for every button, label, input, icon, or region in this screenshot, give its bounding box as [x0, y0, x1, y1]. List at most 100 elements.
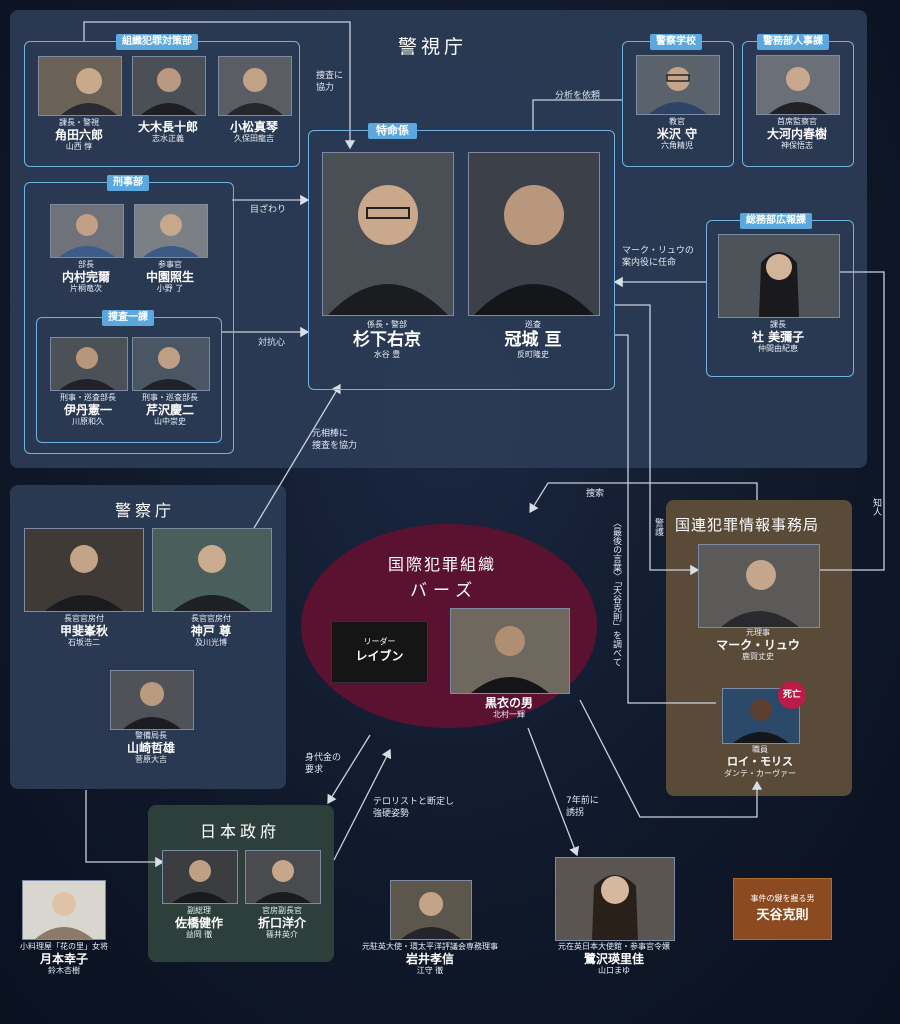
bars-title: 国際犯罪組織: [388, 555, 497, 574]
uchimura-photo: [50, 204, 124, 258]
soshiki-tab: 組織犯罪対策部: [116, 34, 198, 50]
iwai-name: 岩井孝信: [405, 952, 454, 966]
roy-role: 職員: [752, 745, 768, 754]
yamazaki-card[interactable]: 警備局長 山崎哲雄 菅原大吉: [127, 731, 175, 765]
ookouchi-card[interactable]: 首席監察官 大河内春樹 神保悟志: [767, 117, 827, 151]
tsukimoto-card[interactable]: 小料理屋「花の里」女将 月本幸子 鈴木杏樹: [20, 942, 108, 976]
kakuta-photo: [38, 56, 122, 116]
yashiro-role: 課長: [770, 320, 786, 329]
kai-actor: 石坂浩二: [67, 638, 100, 647]
kokui-photo: [450, 608, 570, 694]
tokumei-tab: 特命係: [368, 123, 417, 139]
mark-photo: [698, 544, 820, 628]
raven-role: リーダー: [363, 637, 396, 646]
komatsu-actor: 久保田龍吉: [233, 134, 274, 143]
raven-box[interactable]: リーダー レイブン: [331, 621, 428, 683]
itami-actor: 川原和久: [72, 417, 104, 426]
ookouchi-role: 首席監察官: [776, 117, 817, 126]
itami-photo: [50, 337, 128, 391]
dead-badge: 死亡: [778, 681, 806, 709]
iwai-photo: [390, 880, 472, 940]
label-terrorist: テロリストと断定し 強硬姿勢: [373, 797, 455, 819]
label-moto-aibou: 元相棒に 捜査を協力: [312, 429, 358, 451]
uchimura-actor: 片桐竜次: [69, 284, 102, 293]
label-annai: マーク・リュウの 案内役に任命: [622, 246, 694, 268]
amaya-box[interactable]: 事件の鍵を握る男 天谷克則: [733, 878, 832, 940]
serizawa-photo: [132, 337, 210, 391]
yashiro-card[interactable]: 課長 社 美彌子 仲間由紀恵: [752, 320, 804, 354]
tsukimoto-name: 月本幸子: [39, 952, 88, 966]
sugishita-photo: [322, 152, 454, 316]
nakazono-card[interactable]: 参事官 中園照生 小野 了: [146, 260, 194, 294]
serizawa-card[interactable]: 刑事・巡査部長 芹沢慶二 山中崇史: [142, 393, 198, 427]
yashiro-photo: [718, 234, 840, 318]
kokui-card[interactable]: 黒衣の男 北村一輝: [485, 696, 533, 720]
yashiro-actor: 仲間由紀恵: [758, 344, 798, 353]
tsukimoto-photo: [22, 880, 106, 940]
label-taikoushin: 対抗心: [258, 338, 286, 348]
sagisawa-card[interactable]: 元在英日本大使館・参事官令嬢 鷺沢瑛里佳 山口まゆ: [558, 942, 670, 976]
ooki-card[interactable]: 大木長十郎 志水正義: [138, 118, 198, 144]
mark-role: 元理事: [745, 628, 770, 637]
komatsu-card[interactable]: 小松真琴 久保田龍吉: [230, 118, 278, 144]
iwai-card[interactable]: 元駐英大使・環太平洋評議会専務理事 岩井孝信 江守 徹: [362, 942, 498, 976]
serizawa-role: 刑事・巡査部長: [142, 393, 198, 402]
itami-name: 伊丹憲一: [63, 403, 112, 417]
sosa1-tab: 捜査一課: [102, 310, 154, 326]
yamazaki-name: 山崎哲雄: [126, 741, 176, 755]
origuchi-photo: [245, 850, 321, 904]
kaburagi-card[interactable]: 巡査 冠城 亘 反町隆史: [505, 320, 562, 360]
yonezawa-actor: 六角精児: [661, 141, 693, 150]
kai-photo: [24, 528, 144, 612]
label-sosa-kyoryoku: 捜査に 協力: [316, 71, 344, 93]
sugishita-card[interactable]: 係長・警部 杉下右京 水谷 豊: [353, 320, 421, 360]
kaburagi-actor: 反町隆史: [516, 350, 549, 359]
serizawa-actor: 山中崇史: [154, 417, 186, 426]
yonezawa-card[interactable]: 教官 米沢 守 六角精児: [657, 117, 697, 151]
yashiro-name: 社 美彌子: [751, 330, 805, 344]
kokuren-title: 国連犯罪情報事務局: [675, 516, 820, 534]
sato-photo: [162, 850, 238, 904]
kakuta-role: 課長・警視: [58, 118, 99, 127]
uchimura-name: 内村完爾: [61, 270, 111, 284]
sagisawa-role: 元在英日本大使館・参事官令嬢: [558, 942, 670, 951]
itami-card[interactable]: 刑事・巡査部長 伊丹憲一 川原和久: [60, 393, 116, 427]
label-yuukai: 7年前に 誘拐: [566, 796, 599, 818]
kai-card[interactable]: 長官官房付 甲斐峯秋 石坂浩二: [60, 614, 108, 648]
kaburagi-role: 巡査: [524, 320, 541, 329]
uchimura-role: 部長: [77, 260, 94, 269]
label-sosaku: 捜索: [586, 489, 605, 499]
ookouchi-actor: 神保悟志: [780, 141, 813, 150]
uchimura-card[interactable]: 部長 内村完爾 片桐竜次: [62, 260, 110, 294]
sugishita-name: 杉下右京: [353, 330, 421, 350]
origuchi-actor: 篠井英介: [265, 930, 298, 939]
bars-subtitle: バーズ: [410, 581, 479, 601]
nakazono-name: 中園照生: [145, 270, 195, 284]
ooki-name: 大木長十郎: [137, 120, 199, 134]
tsukimoto-role: 小料理屋「花の里」女将: [20, 942, 108, 951]
mark-name: マーク・リュウ: [716, 638, 800, 652]
sato-name: 佐橋健作: [174, 916, 224, 930]
kanbe-photo: [152, 528, 272, 612]
tokumei-box: [308, 130, 615, 390]
sato-card[interactable]: 副総理 佐橋健作 益岡 徹: [175, 906, 223, 940]
mark-card[interactable]: 元理事 マーク・リュウ 鹿賀丈史: [716, 628, 800, 662]
yonezawa-name: 米沢 守: [656, 127, 698, 141]
label-bunseki: 分析を依頼: [555, 91, 601, 101]
kaburagi-name: 冠城 亘: [504, 330, 562, 350]
itami-role: 刑事・巡査部長: [60, 393, 116, 402]
kokui-name: 黒衣の男: [484, 696, 534, 710]
keiji-tab: 刑事部: [107, 175, 149, 191]
kai-name: 甲斐峯秋: [59, 624, 109, 638]
kanbe-card[interactable]: 長官官房付 神戸 尊 及川光博: [191, 614, 231, 648]
roy-card[interactable]: 職員 ロイ・モリス ダンテ・カーヴァー: [724, 745, 796, 779]
kakuta-card[interactable]: 課長・警視 角田六郎 山西 惇: [55, 118, 103, 152]
origuchi-card[interactable]: 官房副長官 折口洋介 篠井英介: [258, 906, 306, 940]
kanbe-actor: 及川光博: [195, 638, 227, 647]
kanbe-name: 神戸 尊: [190, 624, 232, 638]
roy-name: ロイ・モリス: [727, 755, 793, 768]
roy-actor: ダンテ・カーヴァー: [724, 769, 796, 778]
kakuta-actor: 山西 惇: [65, 142, 93, 151]
seifu-title: 日本政府: [200, 822, 281, 841]
